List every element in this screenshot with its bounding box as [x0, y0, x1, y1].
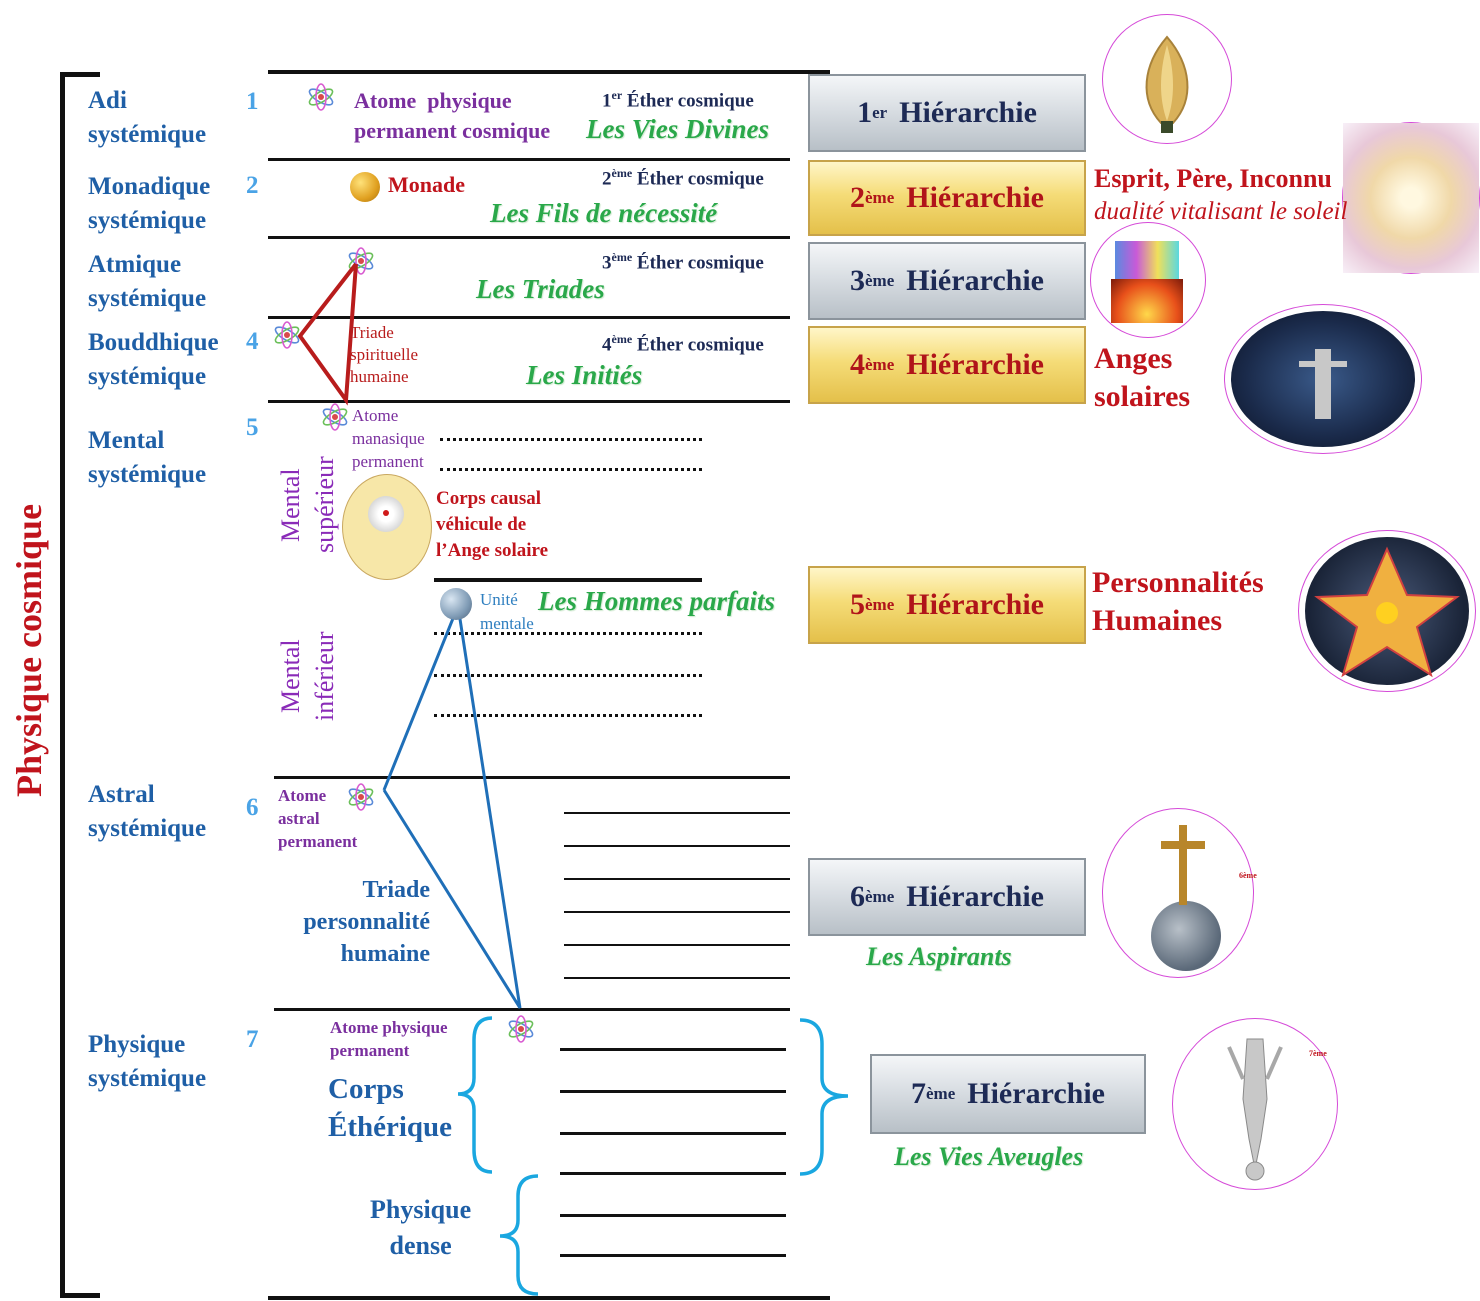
plane-number-4: 4 — [246, 328, 259, 355]
les-vies-aveugles: Les Vies Aveugles — [894, 1142, 1084, 1171]
separator-line-2 — [268, 236, 790, 239]
vies-divines: Les Vies Divines — [586, 114, 769, 144]
sixieme-tag: 6ème — [1239, 871, 1257, 880]
astral-subplane-3 — [564, 878, 790, 880]
plane-number-1: 1 — [246, 88, 259, 115]
fils-necessite: Les Fils de nécessité — [490, 198, 718, 228]
astral-subplane-4 — [564, 911, 790, 913]
atom-icon — [508, 1015, 534, 1043]
astral-subplane-6 — [564, 977, 790, 979]
physique-dense-label: Physique dense — [370, 1195, 472, 1260]
unite-mentale-label: Unité mentale — [480, 590, 534, 633]
mental-subplane-dots-3 — [434, 632, 702, 635]
astral-subplane-2 — [564, 845, 790, 847]
atom-icon — [348, 783, 374, 811]
corps-etherique-label: Corps Éthérique — [328, 1073, 453, 1143]
separator-line-physique — [274, 1008, 790, 1011]
separator-line-1 — [268, 158, 790, 161]
physique-subplane-3 — [560, 1132, 786, 1135]
plane-mental: Mental systémique — [88, 427, 207, 488]
left-bracket — [60, 72, 100, 1298]
ether-2: 2ème Éther cosmique — [602, 166, 764, 190]
plane-adi: Adi systémique — [88, 87, 207, 148]
monade-sphere — [350, 172, 380, 202]
top-border-line — [268, 70, 830, 74]
separator-line-astral — [274, 776, 790, 779]
physique-subplane-1 — [560, 1048, 786, 1051]
fire-figures-image — [1090, 222, 1206, 338]
monad-mandala-image — [1342, 122, 1480, 274]
red-dot — [383, 510, 389, 516]
les-triades: Les Triades — [476, 274, 605, 304]
triade-personnalite-label: Triade personnalité humaine — [303, 877, 430, 967]
plane-number-6: 6 — [246, 794, 259, 821]
plane-number-7: 7 — [246, 1026, 259, 1053]
mental-division-line — [434, 578, 702, 582]
atome-astral-label: Atome astral permanent — [278, 786, 358, 851]
les-inities: Les Initiés — [526, 360, 643, 390]
physique-subplane-5 — [560, 1214, 786, 1217]
plane-atmique: Atmique systémique — [88, 251, 207, 312]
atom-icon — [322, 403, 348, 431]
atome-manasique-label: Atome manasique permanent — [352, 406, 425, 471]
atom-icon — [274, 321, 300, 349]
inverted-man-image: 7ème — [1172, 1018, 1338, 1190]
separator-line-3 — [268, 316, 790, 319]
atom-icon — [348, 247, 374, 275]
plane-astral: Astral systémique — [88, 781, 207, 842]
atome-physique-permanent-label: Atome physique permanent — [330, 1018, 448, 1060]
lotus-bud-image — [1102, 14, 1232, 144]
hommes-parfaits: Les Hommes parfaits — [538, 586, 775, 616]
plane-monadique: Monadique systémique — [88, 173, 211, 234]
esprit-pere-inconnu: Esprit, Père, Inconnu — [1094, 164, 1332, 193]
unite-mentale-sphere — [440, 588, 472, 620]
ether-4: 4ème Éther cosmique — [602, 332, 764, 356]
plane-physique: Physique systémique — [88, 1031, 207, 1092]
mental-subplane-dots-2 — [440, 468, 702, 471]
dualite-note: dualité vitalisant le soleil — [1094, 198, 1348, 225]
mental-subplane-dots-5 — [434, 714, 702, 717]
star-image — [1298, 530, 1476, 692]
anges-solaires: Anges solaires — [1094, 342, 1191, 413]
mental-subplane-dots-4 — [434, 674, 702, 677]
triade-spirituelle-label: Triade spirituelle humaine — [350, 323, 418, 386]
septieme-tag: 7ème — [1309, 1049, 1327, 1058]
astral-subplane-1 — [564, 812, 790, 814]
atome-physique-cosmique-line2: permanent cosmique — [354, 118, 551, 143]
physique-subplane-4 — [560, 1172, 786, 1175]
plane-bouddhique: Bouddhique systémique — [88, 329, 219, 390]
monade-label: Monade — [388, 172, 465, 197]
plane-number-5: 5 — [246, 414, 259, 441]
les-aspirants: Les Aspirants — [866, 942, 1012, 971]
personnalites-humaines: Personnalités Humaines — [1092, 566, 1264, 637]
separator-line-4 — [268, 400, 790, 403]
atom-icon — [308, 83, 334, 111]
cosmos-statue-image — [1224, 304, 1422, 454]
ether-3: 3ème Éther cosmique — [602, 250, 764, 274]
corps-causal-label: Corps causal véhicule de l’Ange solaire — [436, 488, 549, 561]
physique-subplane-6 — [560, 1254, 786, 1257]
physique-subplane-2 — [560, 1090, 786, 1093]
cross-earth-image: 6ème — [1102, 808, 1257, 978]
atome-physique-cosmique-line1: Atome physique — [354, 88, 512, 113]
plane-number-2: 2 — [246, 172, 259, 199]
astral-subplane-5 — [564, 944, 790, 946]
ether-1: 1er Éther cosmique — [602, 88, 754, 112]
mental-subplane-dots-1 — [440, 438, 702, 441]
bottom-border-line — [268, 1296, 830, 1300]
